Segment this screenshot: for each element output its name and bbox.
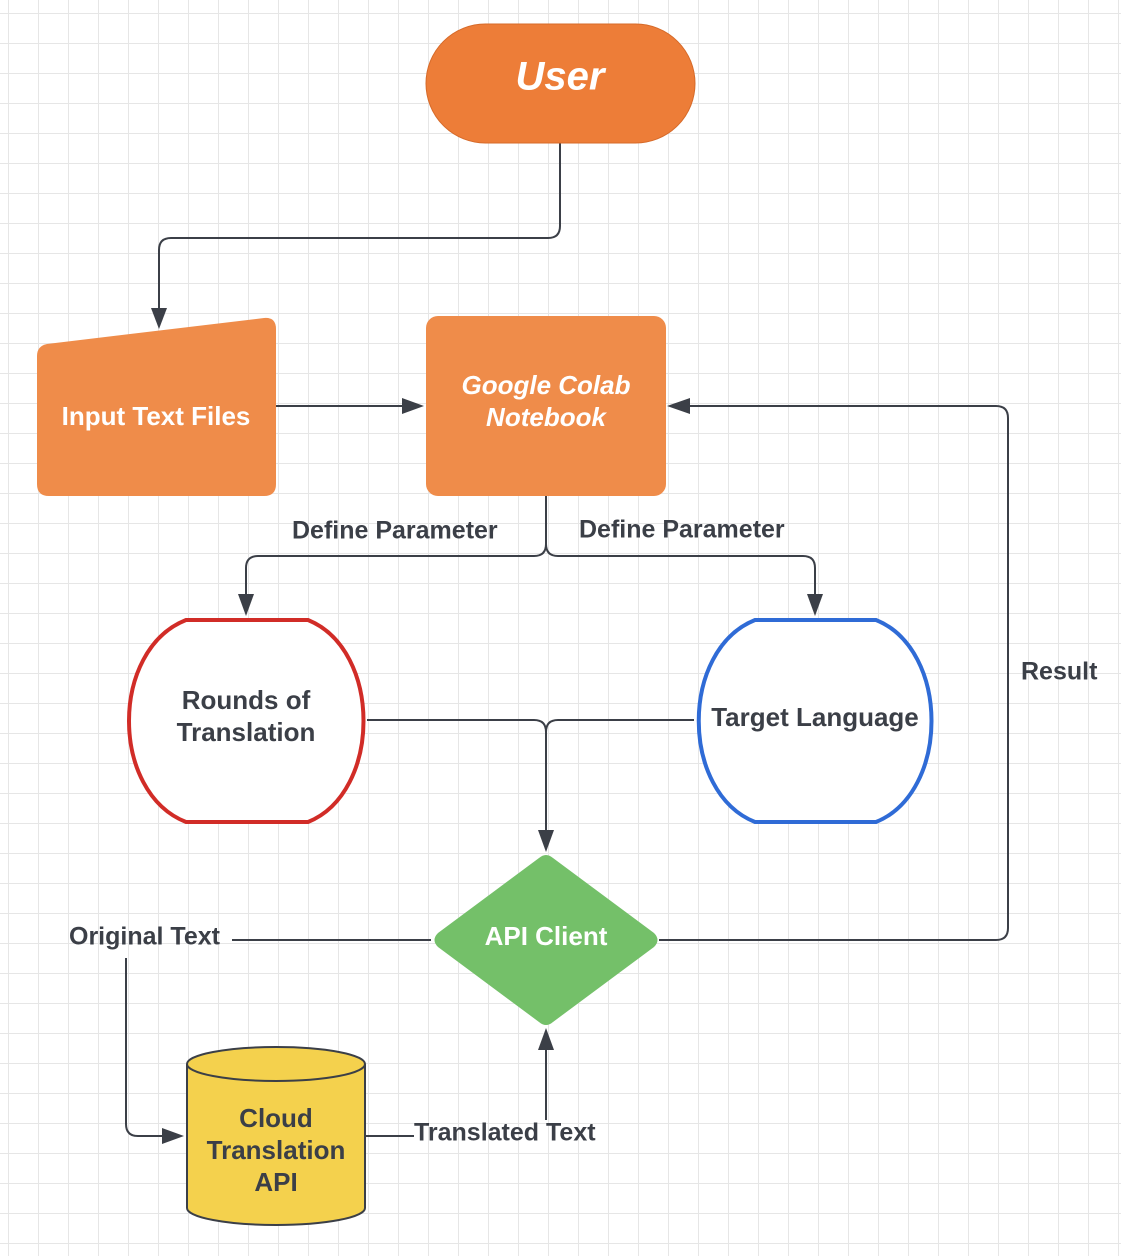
terminator-shape [425,23,696,144]
stored-data-shape [696,618,934,824]
process-shape [426,316,666,496]
arrowhead-icon [538,830,554,852]
node-target-language[interactable]: Target Language [696,618,934,824]
edge-notebook-to-target-language [545,543,816,598]
arrowhead-icon [151,308,167,329]
arrowhead-icon [162,1128,184,1144]
rounds-label-line1: Rounds of [182,685,311,715]
edge-label-define-parameter-right: Define Parameter [579,516,785,544]
database-cylinder-shape [186,1046,366,1226]
decision-shape [434,855,658,1025]
edge-label-result: Result [1021,658,1098,686]
node-rounds-of-translation[interactable]: Rounds of Translation [127,618,366,824]
api-client-label: API Client [485,921,608,951]
edge-label-translated-text: Translated Text [414,1119,596,1147]
node-input-text-files[interactable]: Input Text Files [37,317,276,496]
node-user[interactable]: User [425,23,696,144]
edge-label-define-parameter-left: Define Parameter [292,517,498,545]
arrowhead-icon [807,594,823,616]
edges [125,143,1009,1144]
cloud-api-label-line2: Translation [207,1135,346,1165]
database-cylinder-rim [186,1063,366,1082]
stored-data-shape [127,618,366,824]
edge-labels: Define Parameter Define Parameter Result… [69,516,1098,1147]
edge-label-original-text: Original Text [69,923,221,951]
node-api-client[interactable]: API Client [434,855,658,1025]
arrowhead-icon [402,398,424,414]
arrowhead-icon [538,1028,554,1050]
arrowhead-icon [238,594,254,616]
arrowhead-icon [667,398,690,414]
input-text-files-label: Input Text Files [62,401,251,431]
edge-target-language-to-api-client [545,719,694,733]
rounds-label-line2: Translation [177,717,316,747]
edge-notebook-to-rounds [245,496,547,598]
cloud-api-label-line3: API [254,1167,297,1197]
edge-user-to-input-files [158,143,561,312]
cloud-api-label-line1: Cloud [239,1103,313,1133]
notebook-label-line1: Google Colab [462,370,631,400]
edge-api-client-to-notebook-result [659,405,1009,941]
edge-original-text-to-cloud-api [125,958,164,1137]
user-label: User [516,55,607,99]
node-cloud-translation-api[interactable]: Cloud Translation API [186,1046,366,1226]
edge-rounds-to-api-client [367,719,547,834]
target-language-label: Target Language [711,702,919,732]
node-google-colab-notebook[interactable]: Google Colab Notebook [426,316,666,496]
manual-input-shape [37,317,276,496]
notebook-label-line2: Notebook [486,402,607,432]
